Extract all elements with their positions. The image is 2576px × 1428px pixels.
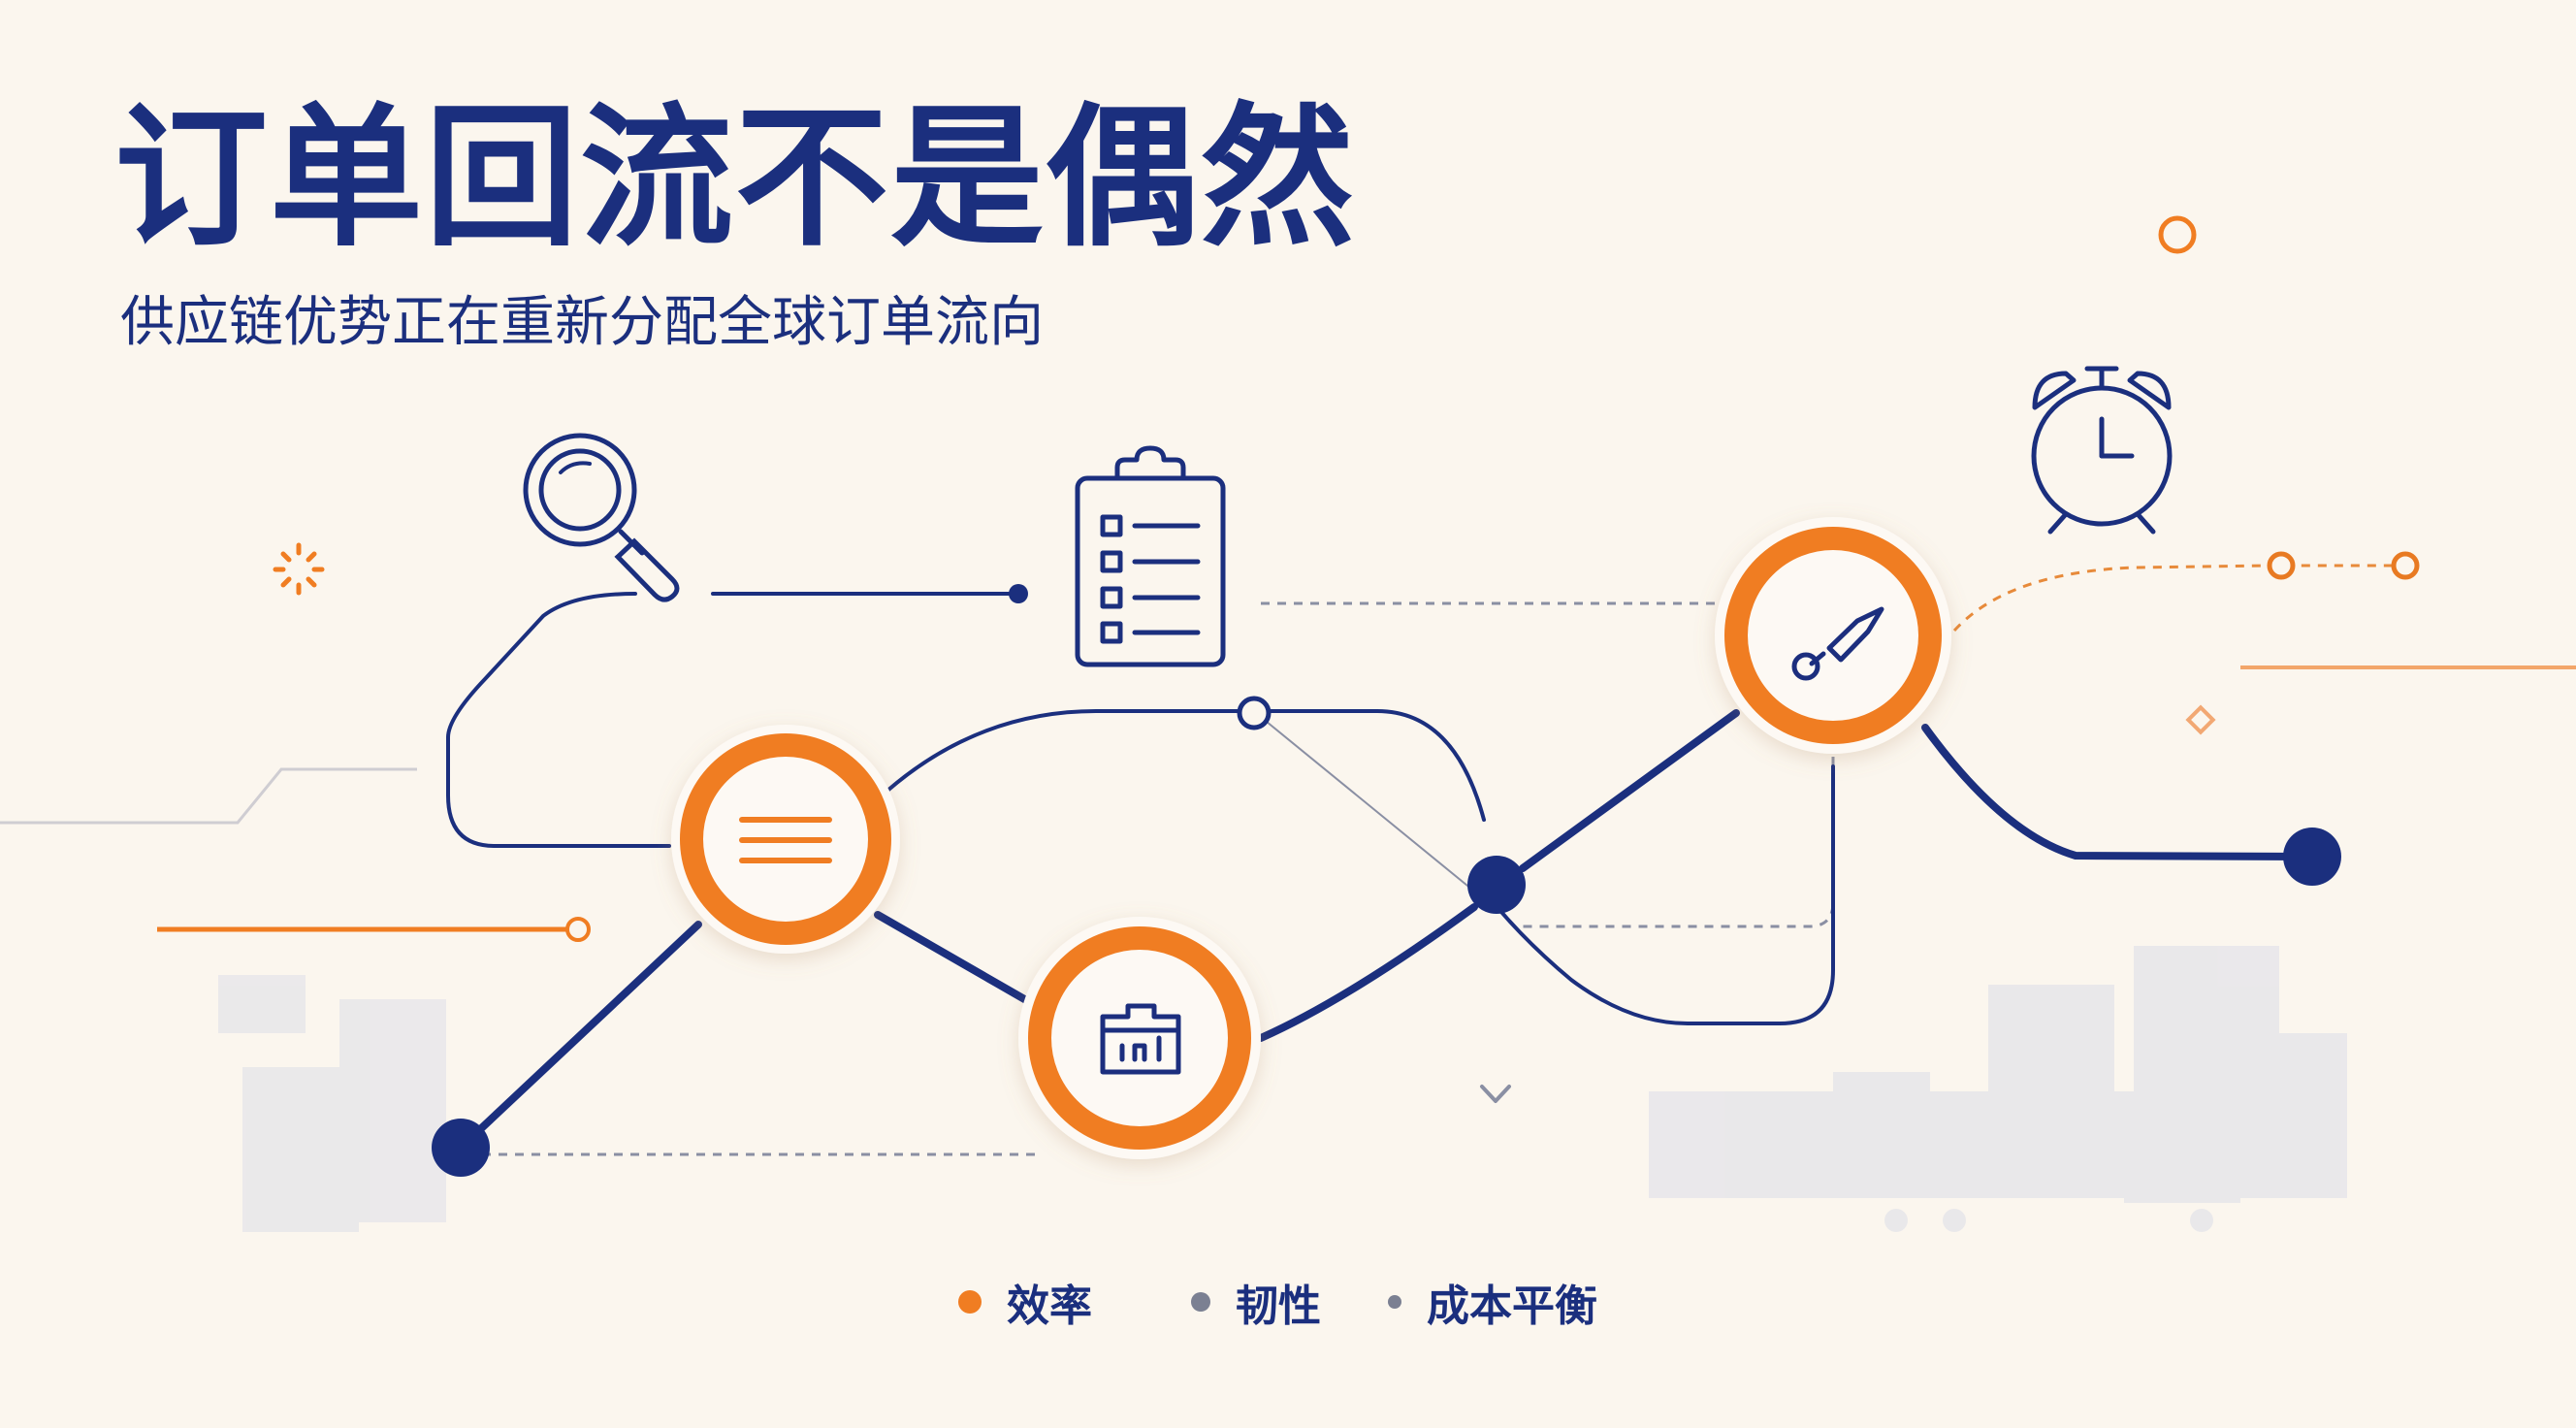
rocket-icon	[1791, 606, 1884, 681]
gray-accent-line	[0, 767, 417, 825]
left-block-small	[218, 975, 306, 1033]
warehouse-silhouette-left	[218, 975, 446, 1232]
magnifier-icon	[523, 433, 680, 602]
route-segment-1	[457, 921, 702, 1152]
legend-dot-resilience	[1191, 1292, 1210, 1312]
arc-waypoint	[1237, 696, 1272, 730]
legend-dot-efficiency	[958, 1290, 982, 1314]
decor-ring-orange	[2158, 215, 2197, 254]
warehouse-silhouette-right	[1649, 946, 2347, 1232]
magnifier-link-dot	[1009, 584, 1028, 603]
clipboard-checklist-icon	[1075, 445, 1226, 667]
legend-item-efficiency: 效率	[958, 1271, 1092, 1333]
route-segment-2	[874, 911, 1037, 1008]
route-segment-5	[1921, 724, 2312, 860]
legend-label-resilience: 韧性	[1236, 1282, 1321, 1331]
route-arc-top	[886, 709, 1486, 822]
dashed-line-rocket-drop	[1513, 757, 1835, 928]
page-title: 订单回流不是偶然	[114, 89, 1356, 268]
route-segment-3	[1257, 903, 1478, 1042]
alarm-clock-icon	[2031, 366, 2173, 535]
route-wave-bottom	[1472, 764, 1835, 1025]
node-folder[interactable]	[1018, 917, 1261, 1159]
chevron-down-icon	[1480, 1085, 1511, 1103]
orange-waypoint-1	[2267, 551, 2296, 580]
folder-chart-icon	[1100, 1003, 1181, 1075]
orange-waypoint-2	[2391, 551, 2420, 580]
end-node	[2283, 828, 2341, 886]
orange-accent-end-left	[565, 917, 591, 942]
route-loop-upper	[446, 592, 671, 848]
truck-wheel-1	[1884, 1209, 1908, 1232]
dashed-line-cross	[1255, 712, 1495, 908]
legend-item-cost-balance: 成本平衡	[1388, 1271, 1597, 1333]
warehouse-tower-c	[2270, 1033, 2347, 1198]
left-block-low	[242, 1067, 359, 1232]
dashed-line-orange	[1952, 564, 2405, 633]
legend-dot-cost-balance	[1388, 1295, 1401, 1309]
truck-wheel-3	[2190, 1209, 2213, 1232]
truck-body	[1901, 1120, 2008, 1198]
node-rocket[interactable]	[1715, 517, 1951, 754]
decor-diamond	[2185, 704, 2216, 735]
legend-label-cost-balance: 成本平衡	[1427, 1282, 1597, 1331]
route-segment-4	[1519, 709, 1740, 872]
warehouse-annex	[2124, 1096, 2240, 1203]
node-list[interactable]	[671, 725, 900, 954]
warehouse-tower-a	[1988, 985, 2114, 1198]
sparkle-icon	[273, 542, 325, 596]
legend: 效率 韧性 成本平衡	[0, 1271, 2576, 1339]
page-subtitle: 供应链优势正在重新分配全球订单流向	[120, 291, 1044, 354]
list-lines-icon	[739, 817, 832, 863]
start-node	[432, 1119, 490, 1177]
truck-wheel-2	[1943, 1209, 1966, 1232]
junction-node	[1467, 856, 1526, 914]
legend-label-efficiency: 效率	[1007, 1282, 1092, 1331]
main-route	[446, 592, 2312, 1152]
legend-item-resilience: 韧性	[1191, 1271, 1321, 1333]
